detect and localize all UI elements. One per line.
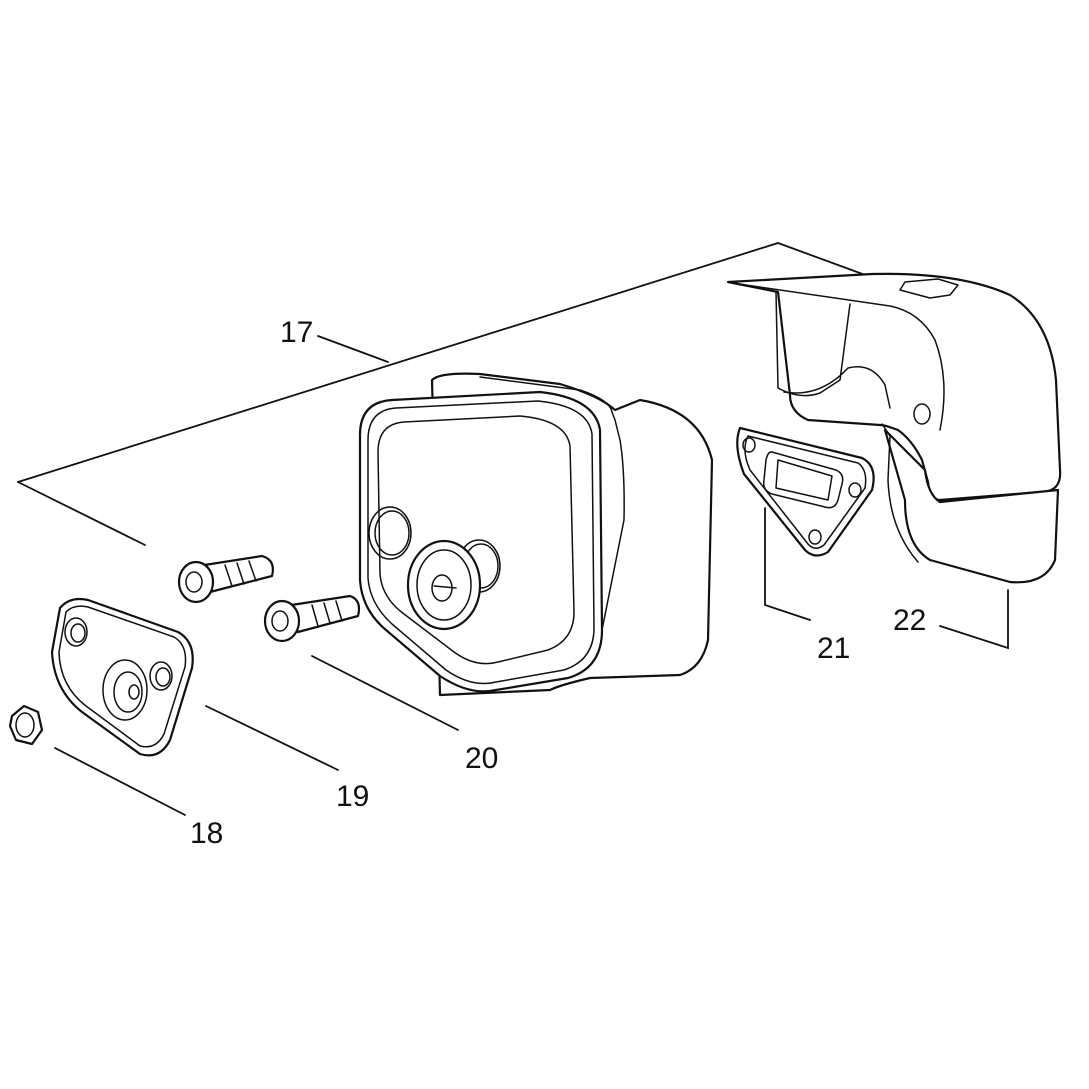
callout-19: 19 (336, 780, 369, 813)
part-21-gasket (736, 426, 875, 557)
part-19-plate (50, 597, 194, 757)
part-22-shield (726, 272, 1062, 584)
assembly-bracket-17 (17, 242, 869, 546)
part-17-muffler (358, 372, 714, 697)
leader-lines (54, 507, 1009, 816)
part-18-nut (8, 704, 44, 746)
leader-22 (939, 589, 1009, 650)
callout-17: 17 (280, 316, 313, 349)
callout-21: 21 (817, 632, 850, 665)
callout-labels: 17 18 19 20 21 22 (190, 316, 926, 850)
leader-19 (205, 705, 339, 771)
leader-20 (311, 655, 459, 731)
leader-18 (54, 747, 186, 816)
callout-20: 20 (465, 742, 498, 775)
leader-21 (764, 507, 811, 621)
part-20-screws (177, 554, 361, 643)
callout-22: 22 (893, 604, 926, 637)
callout-18: 18 (190, 817, 223, 850)
